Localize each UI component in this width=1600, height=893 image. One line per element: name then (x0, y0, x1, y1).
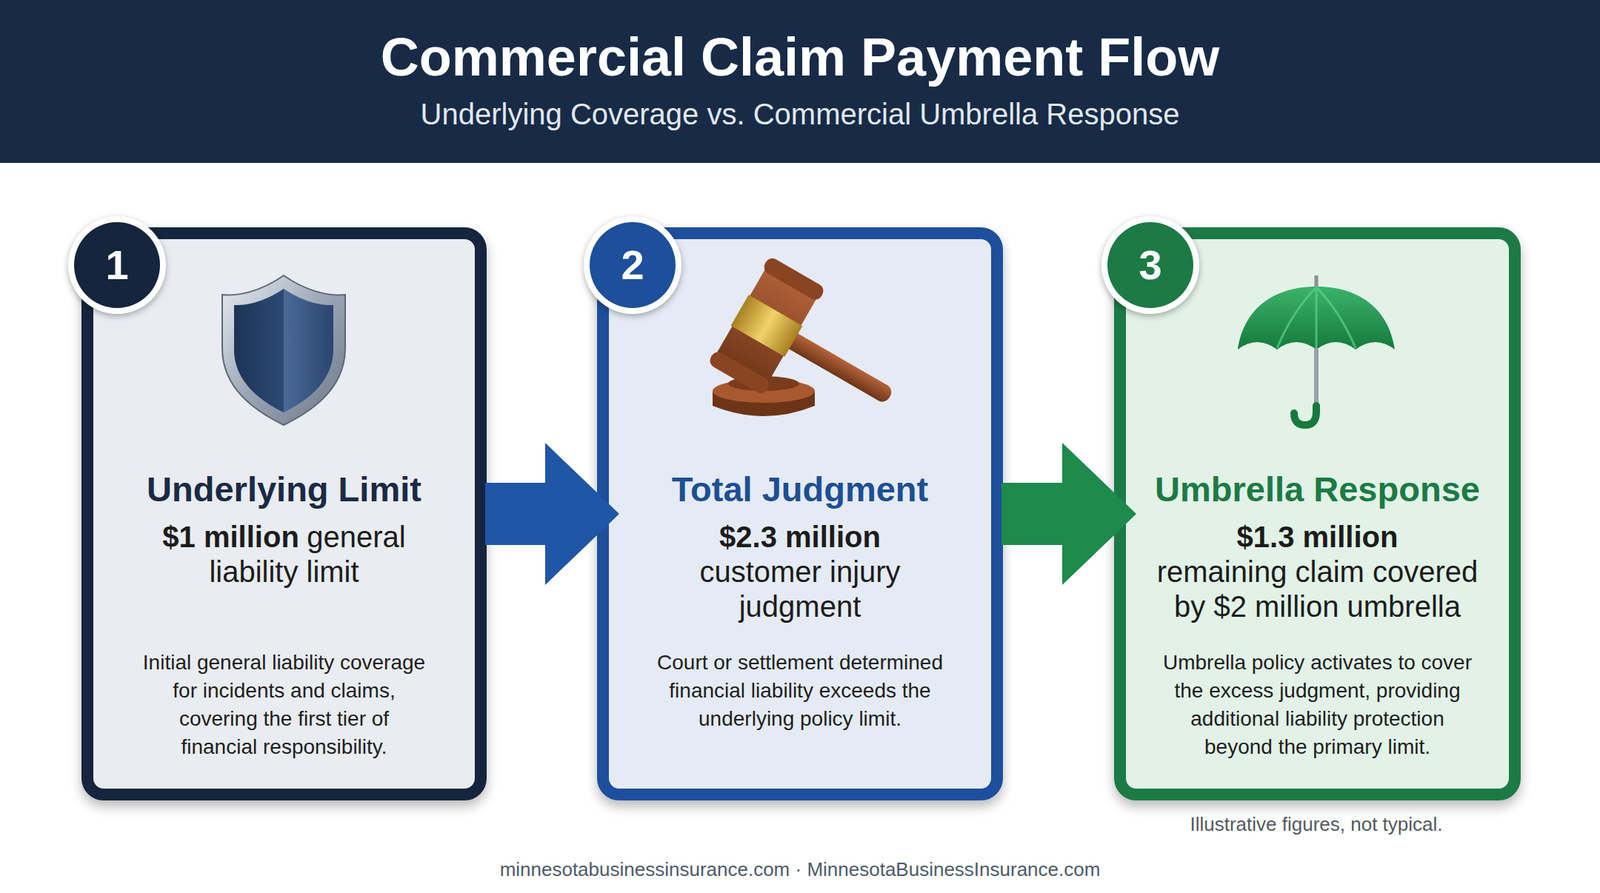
amount-detail: customer injury judgment (699, 555, 900, 623)
callout-number: 1 (105, 244, 129, 286)
amount-line: $1.3 millionremaining claim covered by $… (1151, 520, 1485, 625)
footnote: Illustrative figures, not typical. (1189, 814, 1443, 835)
subtitle: Underlying Coverage vs. Commercial Umbre… (420, 97, 1180, 131)
card-description: Umbrella policy activates to cover the e… (1158, 648, 1478, 762)
card-heading: Underlying Limit (146, 468, 422, 511)
step-card: Total JudgmentCourt or settlement determ… (597, 227, 1003, 801)
amount-detail: remaining claim covered by $2 million um… (1157, 555, 1479, 623)
amount: $1 million (162, 520, 300, 554)
step-card: Umbrella ResponseUmbrella policy activat… (1114, 227, 1521, 801)
website-footer: minnesotabusinessinsurance.com · Minneso… (500, 860, 1101, 880)
card-heading: Total Judgment (671, 468, 929, 511)
card-description: Initial general liability coverage for i… (141, 648, 427, 762)
callout-number: 2 (620, 244, 644, 286)
card-description: Court or settlement determined financial… (640, 648, 960, 734)
card-heading: Umbrella Response (1154, 468, 1480, 511)
amount-line: $1 milliongeneral liability limit (128, 520, 440, 590)
title: Commercial Claim Payment Flow (380, 28, 1220, 87)
amount: $1.3 million (1151, 520, 1485, 555)
step-card: Underlying LimitInitial general liabilit… (81, 227, 487, 801)
callout-number: 3 (1138, 244, 1162, 286)
amount-line: $2.3 millioncustomer injury judgment (651, 520, 949, 625)
amount: $2.3 million (651, 520, 949, 555)
